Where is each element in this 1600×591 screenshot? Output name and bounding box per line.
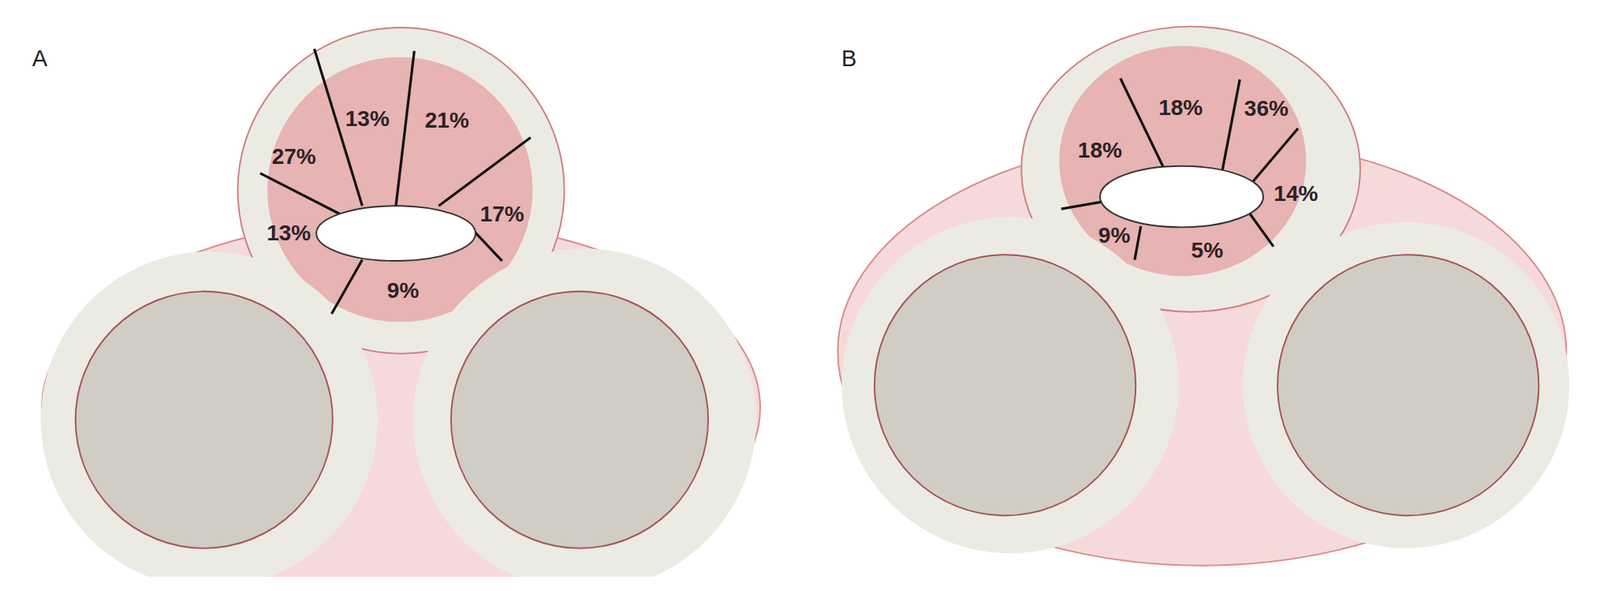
- sector-percentage: 13%: [266, 222, 311, 245]
- sector-percentage: 5%: [1191, 239, 1224, 262]
- sector-percentage: 9%: [1098, 224, 1131, 247]
- sector-percentage: 36%: [1244, 97, 1289, 120]
- panel-a-illustration: [41, 27, 761, 591]
- sector-percentage: 14%: [1273, 182, 1318, 206]
- panel-letter: B: [841, 46, 857, 70]
- sector-percentage: 18%: [1077, 139, 1123, 162]
- sector-percentage: 13%: [345, 108, 390, 131]
- sector-percentage: 21%: [425, 109, 470, 132]
- panel-b-illustration: [837, 26, 1570, 567]
- sector-percentage: 17%: [480, 203, 525, 226]
- sector-percentage: 27%: [272, 145, 317, 168]
- panel-letter: A: [32, 46, 48, 70]
- sector-percentage: 18%: [1158, 96, 1203, 120]
- sector-percentage: 9%: [387, 279, 419, 303]
